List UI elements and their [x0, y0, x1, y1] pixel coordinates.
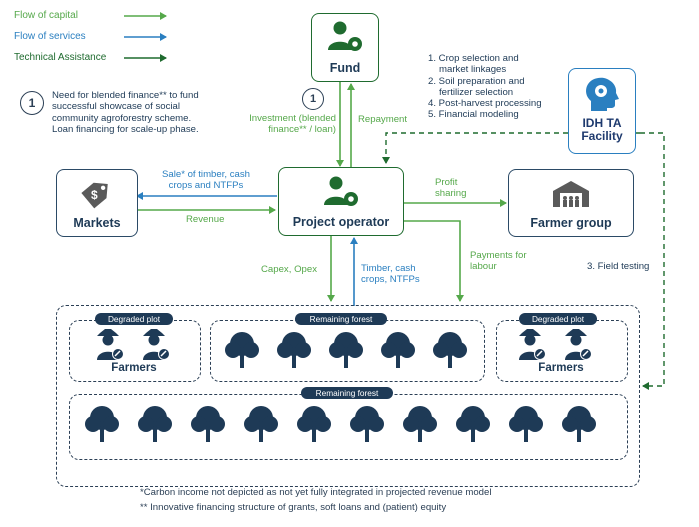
ta-item: fertilizer selection: [439, 86, 514, 98]
forest-trees-top: [225, 332, 467, 368]
dollar-sign-icon: $: [91, 188, 98, 202]
price-tag-icon: $: [81, 182, 108, 209]
farmer-icon: [519, 329, 546, 360]
remaining-forest-top-title: Remaining forest: [295, 313, 387, 325]
legend-capital: Flow of capital: [14, 10, 78, 21]
forest-trees-bottom: [85, 406, 596, 442]
tree-icon: [85, 406, 119, 442]
footnote-financing: ** Innovative financing structure of gra…: [140, 502, 447, 513]
note-text: Need for blended finance** to fund succe…: [52, 90, 199, 135]
farmer-group-box: Farmer group: [508, 169, 634, 237]
legend-ta: Technical Assistance: [14, 52, 107, 63]
label-repayment: Repayment: [358, 114, 408, 125]
ta-item: 1. Crop selection and: [428, 53, 519, 64]
tree-icon: [381, 332, 415, 368]
tree-icon: [225, 332, 259, 368]
project-operator-label: Project operator: [292, 215, 390, 229]
investment-marker: 1: [302, 88, 324, 110]
person-gear-icon: [328, 21, 362, 51]
label-capex: Capex, Opex: [261, 264, 317, 275]
farmer-icon: [143, 329, 170, 360]
label-investment: Investment (blended finance** / loan): [249, 113, 336, 135]
tree-icon: [191, 406, 225, 442]
arrow-ta-operator: [382, 132, 640, 164]
project-operator-box: Project operator: [278, 167, 404, 236]
markets-label: Markets: [73, 216, 121, 230]
ta-item: market linkages: [439, 64, 507, 76]
tree-icon: [509, 406, 543, 442]
farmer-icons-right: [519, 329, 592, 360]
idh-box: IDH TA Facility: [568, 68, 636, 154]
degraded-plot-left-title: Degraded plot: [95, 313, 173, 325]
idh-label: IDH TA Facility: [581, 116, 623, 143]
note-number-badge: 1: [20, 91, 44, 115]
legend-services: Flow of services: [14, 31, 86, 42]
farmer-group-label: Farmer group: [530, 216, 612, 230]
tree-icon: [244, 406, 278, 442]
farm-building-icon: [553, 181, 589, 207]
arrow-payments-labour: [403, 220, 464, 302]
ta-item: 2. Soil preparation and: [428, 75, 525, 87]
farmers-left-label: Farmers: [111, 362, 157, 374]
markets-box: $ Markets: [56, 169, 138, 237]
tree-icon: [297, 406, 331, 442]
label-timber: Timber, cash crops, NTFPs: [361, 263, 420, 285]
label-payments-labour: Payments for labour: [470, 250, 527, 272]
head-gear-icon: [586, 77, 619, 111]
fund-label: Fund: [329, 61, 361, 75]
degraded-plot-right-title: Degraded plot: [519, 313, 597, 325]
ta-item: 4. Post-harvest processing: [428, 98, 542, 110]
label-sale: Sale* of timber, cash crops and NTFPs: [162, 169, 250, 191]
tree-icon: [350, 406, 384, 442]
label-revenue: Revenue: [186, 214, 225, 225]
footnote-carbon: *Carbon income not depicted as not yet f…: [140, 487, 492, 498]
tree-icon: [277, 332, 311, 368]
ta-item: 5. Financial modeling: [428, 109, 519, 121]
label-profit-sharing: Profit sharing: [435, 177, 467, 199]
farmer-icons-left: [97, 329, 170, 360]
person-gear-icon: [324, 176, 358, 206]
ta-list: 1. Crop selection and market linkages 2.…: [428, 53, 542, 121]
remaining-forest-bottom-title: Remaining forest: [301, 387, 393, 399]
farmer-icon: [97, 329, 124, 360]
tree-icon: [329, 332, 363, 368]
tree-icon: [433, 332, 467, 368]
farmer-icon: [565, 329, 592, 360]
tree-icon: [456, 406, 490, 442]
label-field-testing: 3. Field testing: [587, 261, 650, 272]
tree-icon: [138, 406, 172, 442]
tree-icon: [403, 406, 437, 442]
farmers-right-label: Farmers: [538, 362, 584, 374]
tree-icon: [562, 406, 596, 442]
land-area: [56, 305, 640, 487]
fund-box: Fund: [311, 13, 379, 82]
arrow-ta-field: [640, 132, 665, 390]
